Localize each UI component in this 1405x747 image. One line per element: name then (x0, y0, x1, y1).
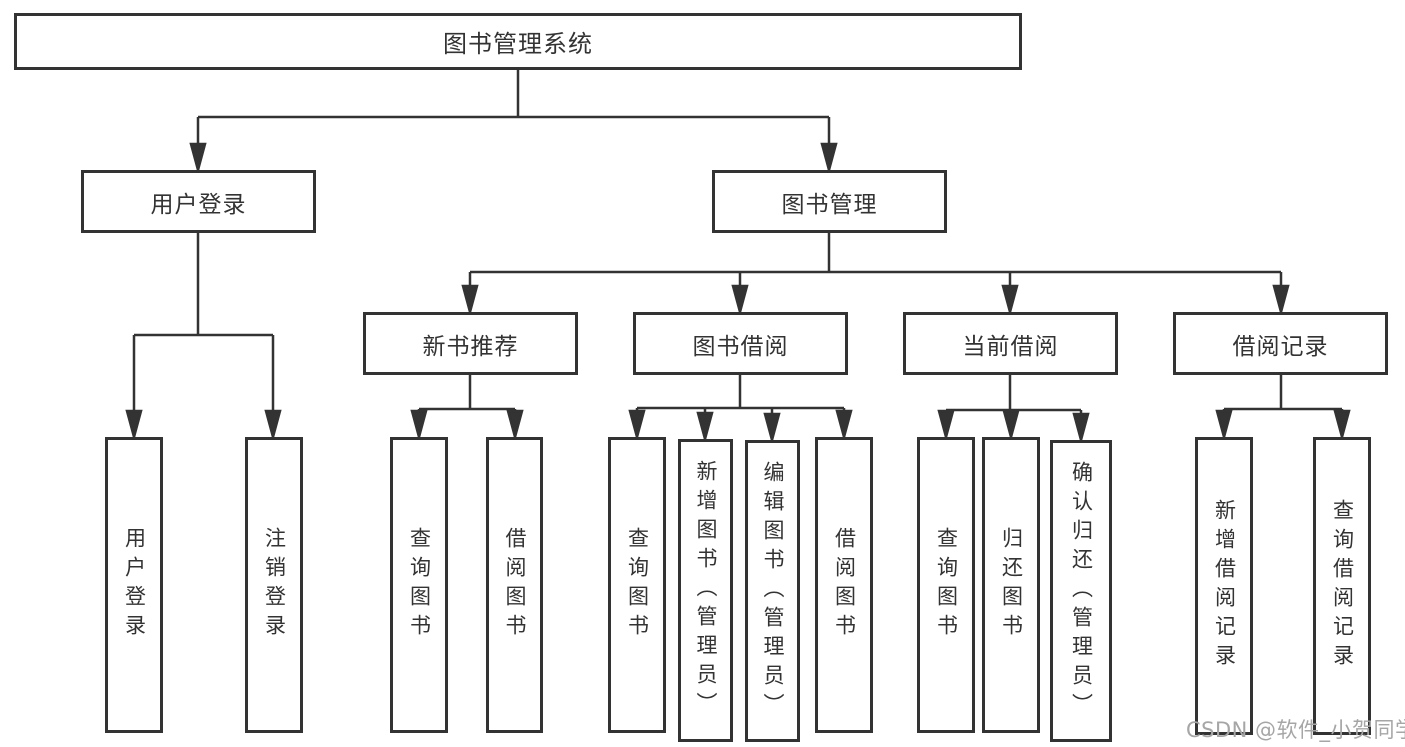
leaf-confirm-return-admin: 确认归还（管理员） (1050, 440, 1112, 742)
arrowhead (835, 409, 853, 442)
node-label: 当前借阅 (962, 333, 1059, 360)
node-book-management: 图书管理 (712, 170, 947, 233)
leaf-logout: 注销登录 (245, 437, 303, 733)
leaf-edit-book-admin: 编辑图书（管理员） (745, 440, 800, 742)
node-label: 用户登录 (122, 527, 147, 643)
arrowhead (628, 409, 646, 442)
node-new-book-recommend: 新书推荐 (363, 312, 578, 375)
arrowhead (763, 412, 781, 445)
leaf-borrow-books-recommend: 借阅图书 (486, 437, 543, 733)
node-label: 查询图书 (625, 527, 650, 643)
arrowhead (1001, 284, 1019, 317)
arrowhead (461, 284, 479, 317)
leaf-query-books-recommend: 查询图书 (390, 437, 448, 733)
node-label: 新增借阅记录 (1212, 499, 1237, 673)
leaf-query-books-borrow: 查询图书 (608, 437, 666, 733)
arrowhead (1272, 284, 1290, 317)
arrowhead (410, 409, 428, 442)
node-label: 用户登录 (150, 191, 247, 218)
arrowhead (506, 409, 524, 442)
connectors-root (189, 70, 838, 175)
arrowhead (820, 142, 838, 175)
node-label: 查询图书 (934, 527, 959, 643)
arrowhead (264, 409, 282, 442)
node-library-system: 图书管理系统 (14, 13, 1022, 70)
arrowhead (1072, 412, 1090, 445)
arrowhead (125, 409, 143, 442)
node-label: 查询借阅记录 (1330, 499, 1355, 673)
node-label: 新书推荐 (422, 333, 519, 360)
connectors-book-borrow (628, 375, 853, 445)
node-book-borrowing: 图书借阅 (633, 312, 848, 375)
node-label: 编辑图书（管理员） (761, 460, 785, 722)
node-label: 归还图书 (999, 527, 1024, 643)
arrowhead (1333, 409, 1351, 442)
node-label: 注销登录 (262, 527, 287, 643)
node-label: 图书管理 (781, 191, 878, 218)
node-label: 借阅图书 (503, 527, 527, 643)
node-borrow-records: 借阅记录 (1173, 312, 1388, 375)
leaf-add-book-admin: 新增图书（管理员） (678, 439, 733, 742)
arrowhead (731, 284, 749, 317)
leaf-query-borrow-record: 查询借阅记录 (1313, 437, 1371, 735)
csdn-watermark: CSDN @软件_小贺同学 (1186, 718, 1405, 742)
node-label: 图书管理系统 (443, 30, 593, 58)
leaf-borrow-books: 借阅图书 (815, 437, 873, 733)
arrowhead (189, 142, 207, 175)
node-label: 图书借阅 (692, 333, 789, 360)
connectors-user-login (125, 233, 282, 442)
node-user-login: 用户登录 (81, 170, 316, 233)
arrowhead (1002, 409, 1020, 442)
node-label: 确认归还（管理员） (1069, 460, 1094, 722)
node-label: 新增图书（管理员） (694, 460, 718, 721)
node-label: 借阅记录 (1232, 333, 1329, 360)
leaf-return-book: 归还图书 (982, 437, 1040, 733)
connectors-current-borrow (937, 375, 1090, 445)
node-label: 查询图书 (407, 527, 432, 643)
node-current-borrowing: 当前借阅 (903, 312, 1118, 375)
leaf-query-books-current: 查询图书 (917, 437, 975, 733)
node-label: 借阅图书 (832, 527, 857, 643)
leaf-add-borrow-record: 新增借阅记录 (1195, 437, 1253, 735)
connectors-new-books (410, 375, 524, 442)
connectors-book-mgmt (461, 233, 1290, 317)
leaf-user-login: 用户登录 (105, 437, 163, 733)
arrowhead (1215, 409, 1233, 442)
connectors-borrow-records (1215, 375, 1351, 442)
arrowhead (937, 409, 955, 442)
arrowhead (696, 411, 714, 444)
